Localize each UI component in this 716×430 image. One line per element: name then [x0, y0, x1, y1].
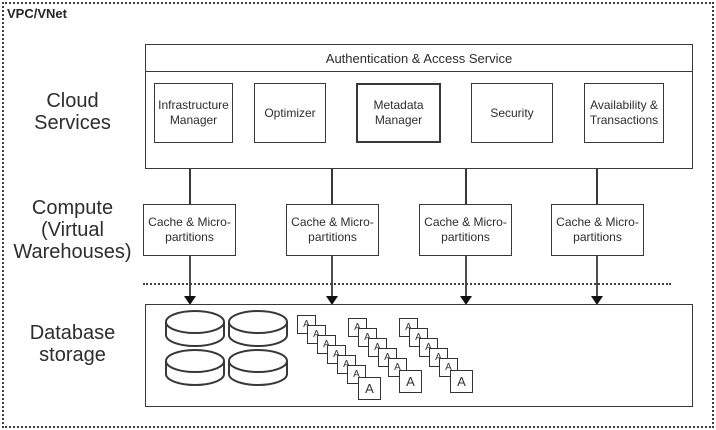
- cloud-services-section-label: Cloud Services: [34, 90, 111, 134]
- vpc-vnet-label: VPC/VNet: [7, 6, 67, 21]
- down-arrowhead-icon: [591, 296, 603, 305]
- warehouse-box-3: Cache & Micro-partitions: [419, 204, 512, 256]
- connector-line: [189, 169, 191, 204]
- service-box-security: Security: [471, 83, 553, 143]
- database-storage-section-label: Database storage: [29, 322, 116, 366]
- service-box-availability-transactions: Availability & Transactions: [584, 83, 664, 143]
- warehouse-box-2: Cache & Micro-partitions: [286, 204, 379, 256]
- warehouse-box-4: Cache & Micro-partitions: [551, 204, 644, 256]
- warehouse-box-1: Cache & Micro-partitions: [143, 204, 236, 256]
- micro-partition-file-icon: A: [358, 377, 381, 400]
- connector-line: [596, 169, 598, 204]
- compute-storage-dotted-separator: [143, 283, 671, 285]
- connector-line: [465, 169, 467, 204]
- down-arrowhead-icon: [326, 296, 338, 305]
- down-arrowhead-icon: [184, 296, 196, 305]
- down-arrow-line: [189, 256, 191, 297]
- database-disk-icon: [165, 310, 225, 347]
- micro-partition-file-icon: A: [450, 370, 473, 393]
- database-disk-icon: [228, 310, 288, 347]
- service-box-optimizer: Optimizer: [254, 83, 326, 143]
- cloud-services-box: Authentication & Access Service Infrastr…: [145, 44, 693, 169]
- micro-partition-file-icon: A: [399, 370, 422, 393]
- database-disk-icon: [165, 349, 225, 386]
- auth-access-service-header: Authentication & Access Service: [146, 45, 692, 72]
- database-storage-box: AAAAAAAAAAAAAAAAAAA: [145, 304, 693, 407]
- down-arrow-line: [331, 256, 333, 297]
- compute-section-label: Compute (Virtual Warehouses): [13, 197, 132, 263]
- database-disk-icon: [228, 349, 288, 386]
- micro-partition-file-icon: A: [409, 328, 428, 347]
- down-arrow-line: [465, 256, 467, 297]
- down-arrowhead-icon: [460, 296, 472, 305]
- service-box-infrastructure-manager: Infrastructure Manager: [154, 83, 233, 143]
- connector-line: [331, 169, 333, 204]
- down-arrow-line: [596, 256, 598, 297]
- service-box-metadata-manager: Metadata Manager: [356, 83, 441, 143]
